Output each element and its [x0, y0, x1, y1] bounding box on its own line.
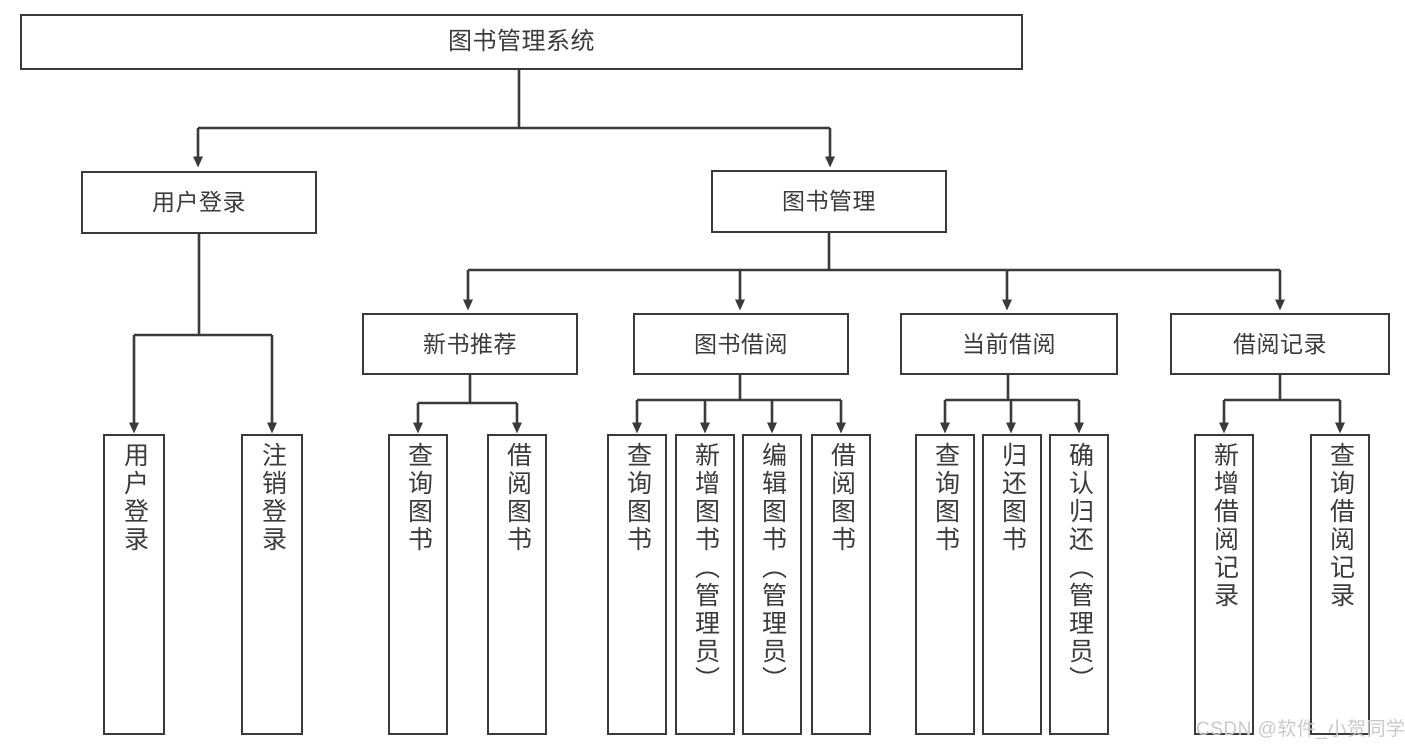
node-root[interactable]: 图书管理系统 — [20, 14, 1023, 70]
node-root-label: 图书管理系统 — [448, 28, 595, 56]
node-new-book-recommend[interactable]: 新书推荐 — [362, 313, 578, 375]
leaf-add-record[interactable]: 新增借阅记录 — [1194, 434, 1254, 735]
leaf-logout-label: 注销登录 — [258, 442, 287, 554]
leaf-query-book-3[interactable]: 查询图书 — [915, 434, 975, 735]
csdn-watermark: CSDN @软件_小贺同学 — [1196, 719, 1405, 740]
leaf-logout[interactable]: 注销登录 — [241, 434, 303, 735]
leaf-query-book-3-label: 查询图书 — [931, 442, 960, 554]
leaf-query-record-label: 查询借阅记录 — [1326, 442, 1355, 610]
leaf-return-book-label: 归还图书 — [998, 442, 1027, 554]
leaf-user-login[interactable]: 用户登录 — [103, 434, 165, 735]
leaf-edit-book[interactable]: 编辑图书（管理员） — [742, 434, 802, 735]
leaf-user-login-label: 用户登录 — [120, 442, 149, 554]
leaf-query-book-2-label: 查询图书 — [623, 442, 652, 554]
leaf-query-record[interactable]: 查询借阅记录 — [1310, 434, 1370, 735]
node-book-borrow-label: 图书借阅 — [694, 330, 788, 357]
node-book-borrow[interactable]: 图书借阅 — [633, 313, 849, 375]
leaf-add-book-label: 新增图书（管理员） — [691, 442, 720, 694]
leaf-borrow-book-2-label: 借阅图书 — [827, 442, 856, 554]
node-borrow-record[interactable]: 借阅记录 — [1170, 313, 1390, 375]
leaf-borrow-book-1[interactable]: 借阅图书 — [487, 434, 547, 735]
leaf-confirm-return-label: 确认归还（管理员） — [1065, 442, 1094, 694]
node-current-borrow[interactable]: 当前借阅 — [900, 313, 1118, 375]
leaf-edit-book-label: 编辑图书（管理员） — [758, 442, 787, 694]
leaf-query-book-1[interactable]: 查询图书 — [388, 434, 448, 735]
leaf-query-book-2[interactable]: 查询图书 — [607, 434, 667, 735]
leaf-borrow-book-1-label: 借阅图书 — [503, 442, 532, 554]
node-borrow-record-label: 借阅记录 — [1233, 330, 1327, 357]
node-user-login[interactable]: 用户登录 — [81, 171, 317, 234]
leaf-query-book-1-label: 查询图书 — [404, 442, 433, 554]
node-book-manage-label: 图书管理 — [782, 188, 876, 215]
leaf-return-book[interactable]: 归还图书 — [982, 434, 1042, 735]
node-current-borrow-label: 当前借阅 — [962, 330, 1056, 357]
node-user-login-label: 用户登录 — [152, 189, 246, 216]
node-new-book-recommend-label: 新书推荐 — [423, 330, 517, 357]
leaf-add-book[interactable]: 新增图书（管理员） — [675, 434, 735, 735]
leaf-borrow-book-2[interactable]: 借阅图书 — [811, 434, 871, 735]
node-book-manage[interactable]: 图书管理 — [711, 170, 947, 233]
leaf-add-record-label: 新增借阅记录 — [1210, 442, 1239, 610]
leaf-confirm-return[interactable]: 确认归还（管理员） — [1049, 434, 1109, 735]
